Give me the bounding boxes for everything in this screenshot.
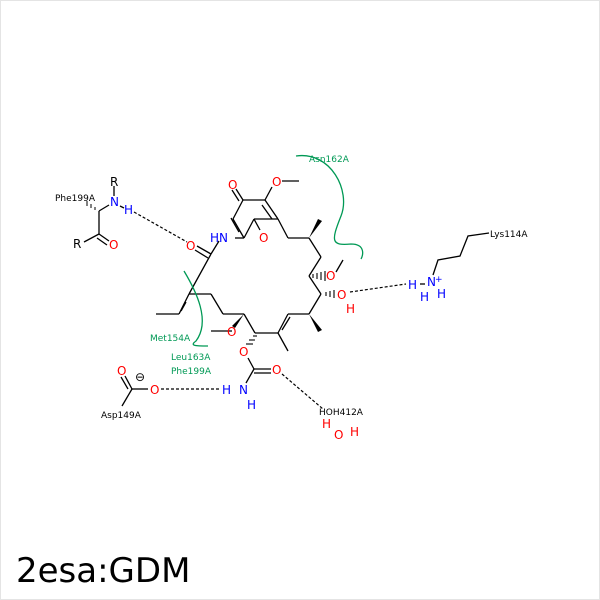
svg-text:H: H <box>247 398 256 412</box>
svg-text:O: O <box>337 288 346 302</box>
svg-text:Asp149A: Asp149A <box>101 411 142 421</box>
svg-text:O: O <box>117 364 126 378</box>
svg-text:O: O <box>228 178 237 192</box>
svg-text:O: O <box>150 383 159 397</box>
svg-text:O: O <box>109 238 118 252</box>
svg-text:H: H <box>124 203 133 217</box>
svg-text:O: O <box>227 325 236 339</box>
svg-text:H: H <box>322 417 331 431</box>
svg-text:H: H <box>350 425 359 439</box>
svg-text:H: H <box>222 383 231 397</box>
svg-text:O: O <box>334 428 343 442</box>
svg-text:N: N <box>110 195 119 209</box>
svg-text:O: O <box>272 175 281 189</box>
residue-asp149: O O ⊖ Asp149A <box>101 364 159 421</box>
diagram-title: 2esa:GDM <box>16 551 191 591</box>
svg-text:O: O <box>326 269 335 283</box>
svg-text:Asn162A: Asn162A <box>309 155 350 165</box>
svg-text:Phe199A: Phe199A <box>55 194 96 204</box>
svg-text:R: R <box>110 175 118 189</box>
svg-text:O: O <box>272 363 281 377</box>
svg-text:+: + <box>435 275 443 285</box>
svg-text:Met154A: Met154A <box>150 334 191 344</box>
svg-text:O: O <box>186 239 195 253</box>
svg-text:O: O <box>259 231 268 245</box>
svg-text:Lys114A: Lys114A <box>490 230 528 240</box>
ligand-bonds <box>156 180 344 384</box>
stereo-wedges <box>232 219 335 345</box>
residue-phe199: Phe199A N R H O R <box>55 175 133 252</box>
residue-lys114: Lys114A H N + H H <box>408 230 528 304</box>
svg-text:HOH412A: HOH412A <box>319 408 364 418</box>
svg-text:H: H <box>420 290 429 304</box>
hydrogen-bonds <box>133 211 407 410</box>
residue-hoh412: HOH412A H O H <box>319 408 364 442</box>
svg-text:H: H <box>437 287 446 301</box>
hydrophobic-contacts: Asn162A Met154A Leu163A Phe199A <box>150 155 364 377</box>
svg-text:HN: HN <box>210 231 228 245</box>
svg-text:Leu163A: Leu163A <box>171 353 211 363</box>
svg-text:O: O <box>239 345 248 359</box>
svg-text:⊖: ⊖ <box>135 370 145 384</box>
svg-text:N: N <box>239 383 248 397</box>
svg-text:H: H <box>346 302 355 316</box>
svg-text:H: H <box>408 278 417 292</box>
ligand-atoms: O O O HN O O O O H O O N H H <box>186 175 355 412</box>
svg-text:N: N <box>427 275 436 289</box>
svg-text:Phe199A: Phe199A <box>171 367 212 377</box>
svg-text:R: R <box>73 237 81 251</box>
